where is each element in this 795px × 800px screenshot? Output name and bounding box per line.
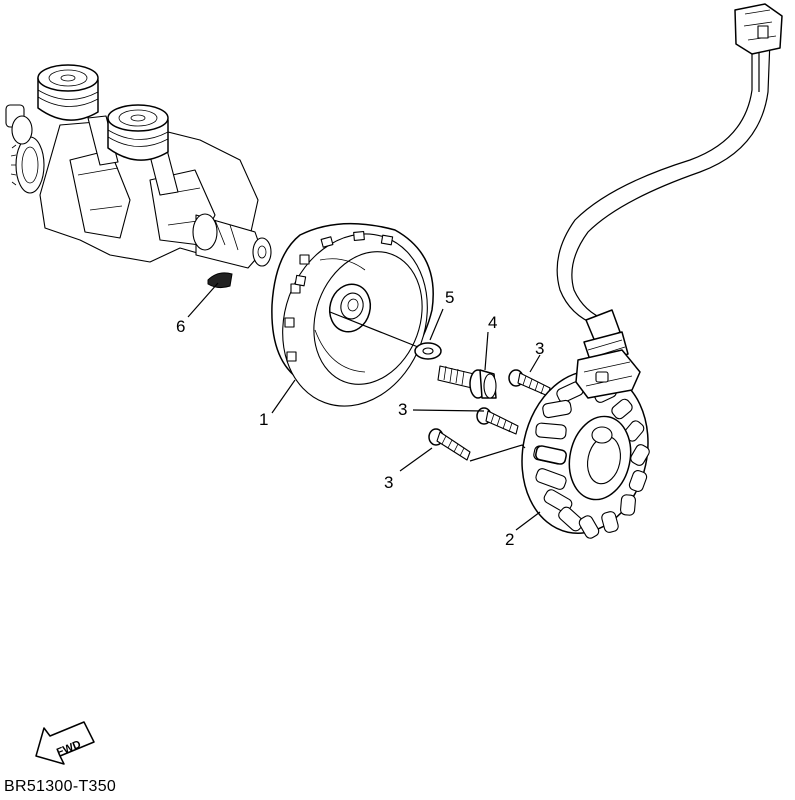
callout-5: 5 [445,288,454,307]
woodruff-key [207,272,233,289]
stator-screw-lower [428,428,471,461]
stator-screw-middle [476,407,519,435]
callout-3-lower: 3 [384,473,393,492]
piston-right [107,104,169,161]
callout-6: 6 [176,317,185,336]
crankshaft-taper [192,213,272,269]
crankshaft-piston-assembly [5,64,272,269]
callout-labels: 1 2 3 3 3 4 5 6 [176,288,544,549]
piston-left [37,64,99,121]
stator-wire-harness [556,3,783,367]
rotor-bolt [437,365,497,399]
stator-screw-upper [508,369,551,397]
callout-2: 2 [505,530,514,549]
diagram-code: BR51300-T350 [4,778,117,795]
rotor-flywheel [271,222,434,407]
washer [414,342,442,360]
callout-1: 1 [259,410,268,429]
stator-assembly [521,349,650,539]
wire-connector [734,3,783,55]
callout-3-upper: 3 [535,339,544,358]
fwd-arrow: FWD [35,721,95,765]
callout-3-middle: 3 [398,400,407,419]
leader-lines [187,282,541,531]
callout-4: 4 [488,313,497,332]
crank-gear [5,104,45,194]
